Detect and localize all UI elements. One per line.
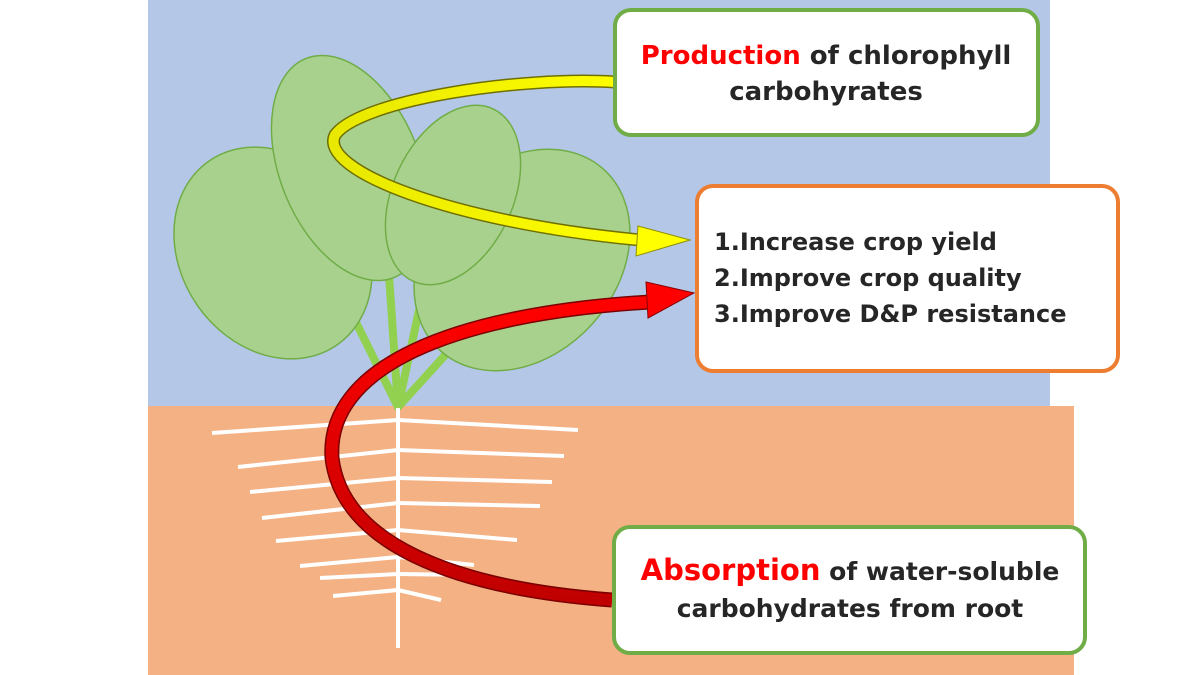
- production-line-2: carbohyrates: [729, 77, 923, 107]
- absorption-line-1-rest: of water-soluble: [820, 557, 1059, 586]
- absorption-line-1: Absorption of water-soluble: [641, 553, 1060, 587]
- production-highlight: Production: [641, 41, 801, 71]
- production-box: Production of chlorophyll carbohyrates: [613, 8, 1040, 137]
- absorption-highlight: Absorption: [641, 553, 821, 587]
- benefit-item: 1.Increase crop yield: [714, 228, 997, 256]
- absorption-box: Absorption of water-soluble carbohydrate…: [612, 525, 1087, 655]
- production-line-1-rest: of chlorophyll: [801, 41, 1012, 71]
- curved-arrow-icon: [327, 74, 692, 257]
- root-system-icon: [211, 408, 579, 648]
- benefit-item: 2.Improve crop quality: [714, 264, 1022, 292]
- absorption-line-2: carbohydrates from root: [677, 594, 1024, 623]
- benefit-item: 3.Improve D&P resistance: [714, 300, 1067, 328]
- curved-arrow-icon: [324, 281, 696, 608]
- leaves: [173, 54, 631, 372]
- benefits-box: 1.Increase crop yield 2.Improve crop qua…: [695, 184, 1120, 373]
- production-line-1: Production of chlorophyll: [641, 41, 1012, 71]
